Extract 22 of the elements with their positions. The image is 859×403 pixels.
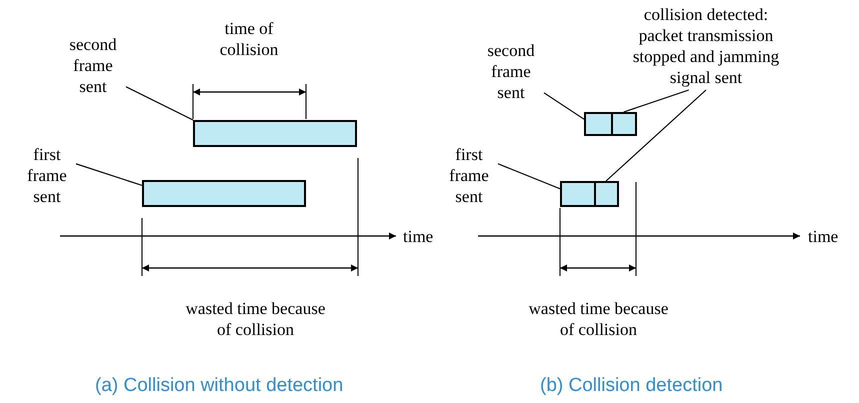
figure-caption: (a) Collision without detection	[95, 374, 344, 398]
dimension-label: wasted time because of collision	[184, 298, 326, 340]
frame-bar	[584, 112, 637, 136]
callout-text: collision detected: packet transmission stopped and jamming signal sent	[620, 4, 792, 88]
leader-line	[606, 90, 706, 182]
frame-bar	[560, 181, 619, 207]
leader-line	[624, 89, 689, 113]
figure-caption: (b) Collision detection	[540, 374, 724, 398]
callout-text: second frame sent	[60, 34, 126, 97]
leader-line	[126, 86, 194, 120]
axis-label: time	[403, 226, 434, 248]
leader-line	[76, 163, 142, 186]
callout-text: first frame sent	[440, 144, 498, 207]
dimension-label: time of collision	[218, 18, 280, 60]
frame-bar	[193, 120, 357, 147]
callout-text: first frame sent	[18, 144, 76, 207]
leader-line	[498, 163, 560, 190]
axis-label: time	[808, 226, 840, 248]
leader-line	[544, 92, 584, 120]
frame-bar	[142, 180, 306, 207]
dimension-label: wasted time because of collision	[528, 298, 670, 340]
callout-text: second frame sent	[478, 40, 544, 103]
